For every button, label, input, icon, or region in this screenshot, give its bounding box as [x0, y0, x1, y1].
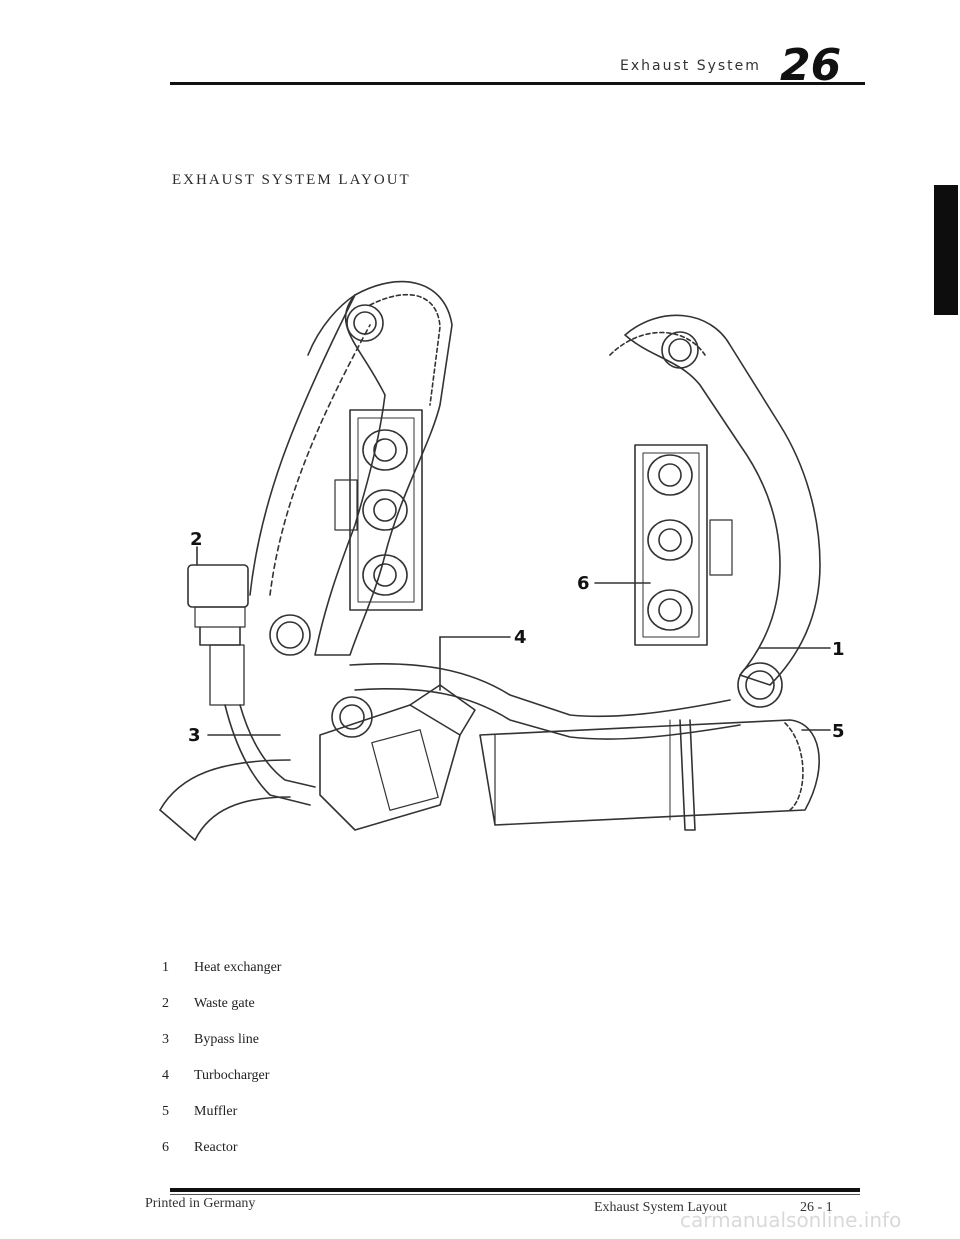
section-tab-marker: [934, 185, 958, 315]
legend-label: Bypass line: [194, 1032, 259, 1047]
legend-item: 5 Muffler: [162, 1104, 281, 1140]
exhaust-system-diagram: 2 3 4 6 1 5: [140, 265, 845, 855]
legend-label: Reactor: [194, 1140, 238, 1155]
footer-section-name: Exhaust System Layout: [594, 1200, 727, 1215]
left-heat-exchanger: [314, 280, 453, 656]
footer-rule-thin: [170, 1194, 860, 1195]
legend-label: Heat exchanger: [194, 960, 282, 975]
legend-label: Muffler: [194, 1104, 238, 1119]
section-title: EXHAUST SYSTEM LAYOUT: [172, 172, 411, 188]
legend-item: 1 Heat exchanger: [162, 960, 281, 996]
legend-item: 6 Reactor: [162, 1140, 281, 1176]
legend-num: 3: [162, 1032, 169, 1047]
footer-page-number: 26 - 1: [800, 1200, 833, 1215]
callout-3: 3: [188, 725, 201, 746]
header-title: Exhaust System: [620, 58, 761, 74]
right-heat-exchanger: [624, 314, 821, 686]
muffler-body: [479, 719, 820, 826]
legend-num: 2: [162, 996, 169, 1011]
legend-num: 5: [162, 1104, 169, 1119]
legend-item: 3 Bypass line: [162, 1032, 281, 1068]
legend-list: 1 Heat exchanger 2 Waste gate 3 Bypass line…: [162, 960, 281, 1176]
legend-label: Waste gate: [194, 996, 255, 1011]
legend-num: 4: [162, 1068, 169, 1083]
legend-num: 6: [162, 1140, 169, 1155]
callout-2: 2: [190, 529, 203, 550]
callout-6: 6: [577, 573, 590, 594]
legend-item: 2 Waste gate: [162, 996, 281, 1032]
legend-label: Turbocharger: [194, 1068, 270, 1083]
header-rule: [170, 82, 865, 85]
callout-5: 5: [832, 721, 845, 742]
footer-printed-in: Printed in Germany: [145, 1196, 256, 1211]
legend-item: 4 Turbocharger: [162, 1068, 281, 1104]
callout-4: 4: [514, 627, 527, 648]
footer-rule: [170, 1188, 860, 1192]
legend-num: 1: [162, 960, 169, 975]
watermark: carmanualsonline.info: [680, 1208, 902, 1232]
callout-1: 1: [832, 639, 845, 660]
